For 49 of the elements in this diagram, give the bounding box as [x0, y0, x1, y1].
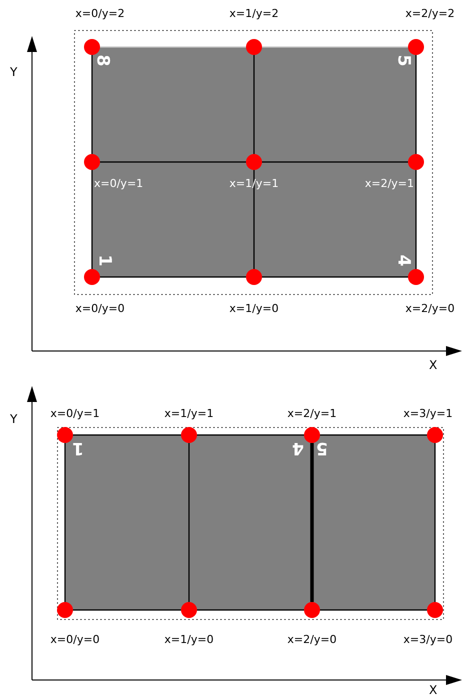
grid-line: [64, 443, 66, 602]
grid-line: [91, 55, 93, 154]
face-number: 4: [292, 439, 304, 456]
coordinate-label: x=2/y=0: [405, 301, 455, 317]
grid-line: [320, 434, 427, 436]
grid-line: [262, 161, 408, 163]
grid-line: [253, 170, 255, 269]
grid-line: [73, 609, 181, 611]
grid-line: [262, 276, 408, 278]
coordinate-label: x=3/y=1: [403, 406, 453, 422]
grid-line: [197, 609, 304, 611]
grid-line: [415, 55, 417, 154]
grid-line: [310, 443, 314, 602]
coordinate-label: x=2/y=1: [287, 406, 337, 422]
coordinate-label: x=1/y=2: [229, 6, 279, 22]
coordinate-label: x=2/y=2: [405, 6, 455, 22]
coordinate-label: x=2/y=0: [287, 632, 337, 648]
coordinate-label: x=1/y=0: [164, 632, 214, 648]
coordinate-label: x=0/y=1: [94, 176, 144, 192]
coordinate-label: x=0/y=0: [75, 301, 125, 317]
grid-line: [253, 55, 255, 154]
face-number: 1: [72, 439, 84, 456]
axis-label: X: [429, 684, 438, 696]
coordinate-label: x=1/y=0: [229, 301, 279, 317]
face-number: 8: [93, 54, 110, 66]
coordinate-label: x=0/y=1: [50, 406, 100, 422]
coordinate-label: x=3/y=0: [403, 632, 453, 648]
grid-line: [91, 170, 93, 269]
axis-label: X: [429, 359, 438, 371]
coordinate-label: x=0/y=0: [50, 632, 100, 648]
grid-line: [188, 443, 190, 602]
grid-line: [415, 170, 417, 269]
face-number: 4: [394, 254, 412, 266]
grid-line: [197, 434, 304, 436]
grid-line: [73, 434, 181, 436]
coordinate-label: x=2/y=1: [364, 176, 414, 192]
face-number: 5: [316, 439, 328, 456]
face-number: 5: [394, 54, 412, 66]
face-number: 1: [95, 254, 112, 266]
axis-label: Y: [10, 413, 18, 425]
grid-line: [100, 276, 246, 278]
grid-line: [262, 46, 408, 48]
grid-line: [100, 161, 246, 163]
grid-line: [100, 46, 246, 48]
grid-line: [320, 609, 427, 611]
axis-label: Y: [10, 66, 18, 78]
coordinate-label: x=0/y=2: [75, 6, 125, 22]
grid-line: [434, 443, 436, 602]
coordinate-label: x=1/y=1: [164, 406, 214, 422]
